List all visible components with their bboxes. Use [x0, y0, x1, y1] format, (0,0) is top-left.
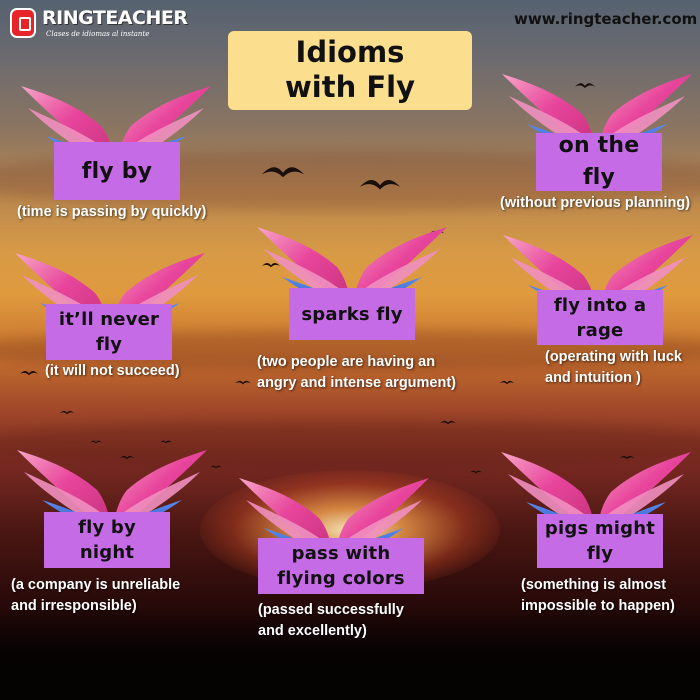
idiom-label-fly-by: fly by	[54, 142, 180, 200]
idiom-label-itll-never-fly: it’ll never fly	[46, 304, 172, 360]
bird-icon	[440, 420, 456, 425]
bird-icon	[360, 180, 400, 190]
idiom-desc-fly-into-a-rage: (operating with luck and intuition )	[545, 349, 682, 386]
title-banner: Idioms with Fly	[228, 31, 472, 110]
ground-silhouette	[0, 610, 700, 700]
bird-icon	[60, 410, 74, 415]
idiom-desc-sparks-fly: (two people are having an angry and inte…	[257, 354, 457, 391]
logo-tagline: Clases de idiomas al instante	[46, 30, 150, 38]
bird-icon	[500, 380, 514, 385]
idiom-label-on-the-fly: on the fly	[536, 133, 662, 191]
bird-icon	[235, 380, 251, 385]
bird-icon	[470, 470, 482, 474]
idiom-label-pass-with-flying-colors: pass with flying colors	[258, 538, 424, 594]
idiom-desc-pigs-might-fly: (something is almost impossible to happe…	[521, 577, 675, 614]
idiom-desc-on-the-fly: (without previous planning)	[500, 195, 691, 211]
idiom-label-sparks-fly: sparks fly	[289, 288, 415, 340]
idiom-label-fly-by-night: fly by night	[44, 512, 170, 568]
logo-name: RINGTEACHER	[42, 7, 188, 29]
idiom-desc-fly-by: (time is passing by quickly)	[17, 204, 207, 220]
title-line-1: Idioms	[295, 35, 405, 69]
title-line-2: with Fly	[285, 70, 415, 104]
idiom-label-fly-into-a-rage: fly into a rage	[537, 290, 663, 345]
ringteacher-logo[interactable]: RINGTEACHER Clases de idiomas al instant…	[10, 4, 188, 44]
logo-mark-icon	[10, 8, 36, 38]
cloud-band	[0, 420, 700, 470]
idiom-label-pigs-might-fly: pigs might fly	[537, 514, 663, 568]
idiom-desc-itll-never-fly: (it will not succeed)	[45, 363, 180, 379]
site-url-link[interactable]: www.ringteacher.com	[514, 10, 698, 28]
bird-icon	[20, 370, 38, 376]
bird-icon	[262, 167, 304, 178]
idiom-desc-fly-by-night: (a company is unreliable and irresponsib…	[11, 577, 181, 614]
idiom-desc-pass-with-flying-colors: (passed successfully and excellently)	[258, 602, 404, 639]
